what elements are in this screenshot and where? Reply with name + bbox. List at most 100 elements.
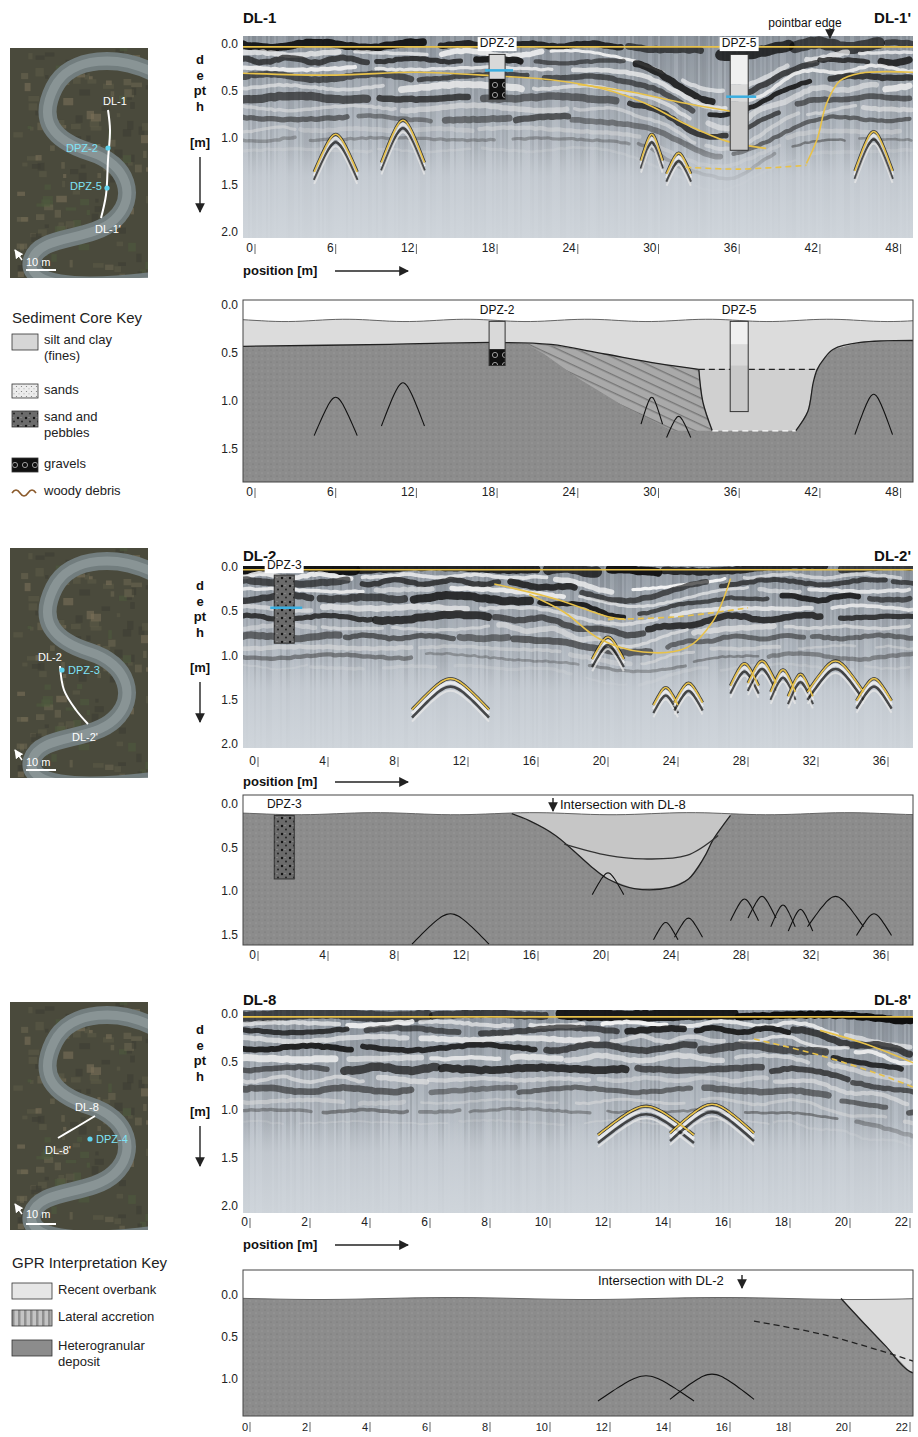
map-texture bbox=[50, 145, 55, 151]
heterogranular-deposit bbox=[243, 813, 913, 945]
radargram bbox=[243, 1010, 913, 1213]
map-texture bbox=[45, 1006, 54, 1010]
intersection-arrow bbox=[741, 1275, 742, 1288]
core-site bbox=[59, 667, 64, 672]
map-texture bbox=[73, 690, 80, 694]
map-texture bbox=[20, 744, 24, 750]
tick-mark bbox=[818, 951, 819, 961]
map-texture bbox=[63, 674, 66, 678]
map-texture bbox=[141, 1088, 148, 1096]
reflection-band bbox=[376, 67, 552, 70]
map-texture bbox=[95, 699, 98, 703]
map-texture bbox=[17, 192, 25, 196]
map-texture bbox=[135, 665, 142, 673]
tick-mark bbox=[258, 757, 259, 767]
map-texture bbox=[131, 1108, 134, 1116]
hyperbola-outline bbox=[670, 1374, 754, 1399]
reflection-band bbox=[359, 115, 431, 121]
map-texture bbox=[63, 598, 73, 605]
reflection-band bbox=[759, 589, 799, 592]
map-texture bbox=[119, 1180, 126, 1186]
reflection-band bbox=[355, 52, 427, 55]
map-texture bbox=[127, 621, 133, 630]
tick-mark bbox=[790, 1218, 791, 1228]
tick-mark bbox=[739, 244, 740, 254]
map-texture bbox=[66, 1174, 75, 1180]
hyperbola-outline bbox=[654, 922, 679, 939]
map-texture bbox=[78, 744, 89, 750]
map-texture bbox=[108, 640, 115, 647]
map-texture bbox=[114, 266, 121, 272]
scale-bar bbox=[26, 1223, 56, 1225]
river-water bbox=[31, 61, 148, 278]
reflection-band bbox=[513, 1057, 561, 1059]
water-table-line bbox=[485, 69, 513, 72]
map-texture bbox=[111, 591, 115, 596]
interpretation-line bbox=[806, 72, 913, 164]
river-water bbox=[31, 1015, 148, 1230]
interpretation-panel bbox=[243, 1270, 913, 1416]
map-texture bbox=[87, 1163, 90, 1168]
map-texture bbox=[143, 151, 147, 158]
tick-mark bbox=[538, 951, 539, 961]
unit-boundary bbox=[564, 835, 718, 859]
map-texture bbox=[70, 169, 78, 174]
reflection-band bbox=[243, 1109, 311, 1111]
map-texture bbox=[55, 210, 61, 218]
reflection-band bbox=[820, 59, 868, 62]
map-texture bbox=[79, 1126, 87, 1135]
map-texture bbox=[25, 1037, 31, 1045]
reflection-band bbox=[243, 1067, 327, 1071]
north-arrow bbox=[15, 750, 22, 760]
map-texture bbox=[21, 573, 28, 579]
reflection-band bbox=[431, 1057, 499, 1059]
map-texture bbox=[146, 1039, 148, 1043]
reflection-band bbox=[859, 52, 911, 54]
reflection-band bbox=[376, 614, 488, 621]
reflection-band bbox=[736, 1055, 808, 1063]
north-arrow bbox=[15, 250, 22, 260]
core-segment bbox=[730, 101, 748, 150]
map-texture bbox=[25, 83, 31, 91]
map-texture bbox=[70, 1212, 73, 1220]
map-texture bbox=[36, 568, 44, 577]
ground-surface bbox=[243, 813, 913, 815]
map-texture bbox=[56, 196, 67, 203]
map-texture bbox=[142, 623, 148, 630]
reflection-band bbox=[809, 589, 909, 592]
map-texture bbox=[93, 763, 104, 768]
reflection-band bbox=[799, 645, 855, 649]
map-texture bbox=[105, 265, 113, 270]
map-texture bbox=[108, 630, 111, 639]
unit-boundary bbox=[841, 1299, 913, 1376]
unit-boundary bbox=[699, 369, 712, 430]
map-texture bbox=[17, 1170, 28, 1175]
reflection-band bbox=[393, 626, 489, 630]
map-texture bbox=[117, 1067, 121, 1071]
map-texture bbox=[91, 1079, 102, 1084]
core-segment bbox=[274, 575, 294, 643]
tick-mark bbox=[468, 951, 469, 961]
reflection-band bbox=[668, 635, 804, 647]
map-texture bbox=[131, 583, 142, 588]
reflection-band bbox=[243, 654, 411, 659]
map-texture bbox=[145, 1214, 148, 1221]
map-texture bbox=[76, 115, 83, 122]
site-map bbox=[10, 1002, 148, 1230]
map-texture bbox=[32, 1117, 41, 1122]
map-texture bbox=[45, 684, 51, 689]
reflection-band bbox=[745, 1112, 837, 1118]
tick-mark bbox=[678, 951, 679, 961]
map-texture bbox=[17, 692, 25, 696]
reflection-band bbox=[243, 1029, 347, 1033]
map-texture bbox=[91, 626, 102, 631]
heterogranular-texture bbox=[243, 1298, 913, 1416]
hyperbola-outline bbox=[675, 918, 703, 937]
hyperbola-outline bbox=[598, 1376, 694, 1401]
position-arrow bbox=[335, 270, 408, 271]
tick-mark bbox=[310, 1218, 311, 1228]
reflection-band bbox=[243, 588, 363, 592]
reflection-band bbox=[379, 1077, 427, 1082]
diffraction-hyperbola bbox=[855, 139, 893, 178]
diffraction-hyperbola bbox=[381, 128, 424, 170]
